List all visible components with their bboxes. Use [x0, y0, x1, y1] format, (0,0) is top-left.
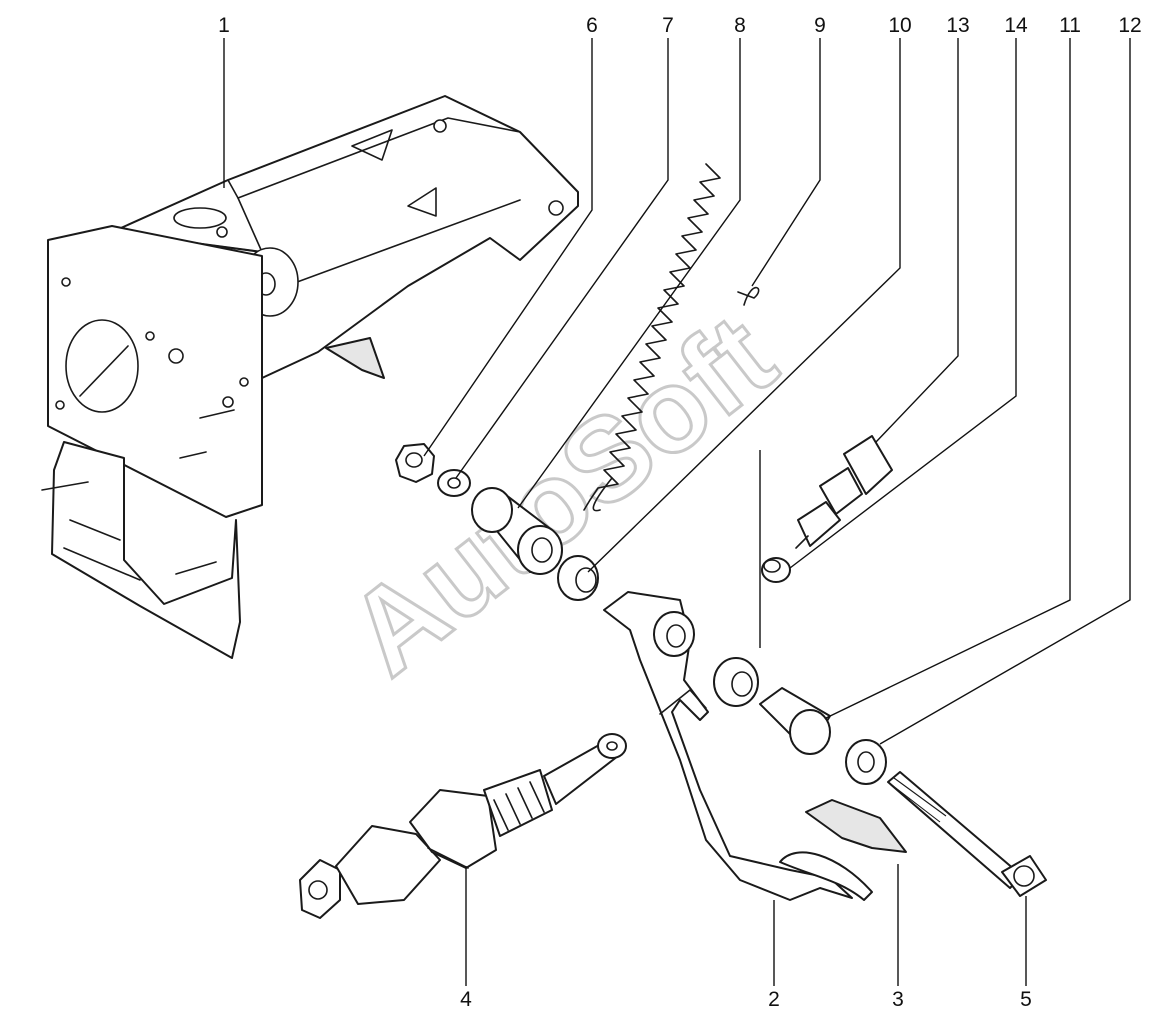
clutch-pedal: [603, 591, 873, 901]
pedal-switch: [795, 435, 893, 549]
pedal-bracket: [41, 95, 579, 659]
switch-bushing: [761, 557, 791, 583]
callout-labels: 1 6 7 8 9 10 13 14 11 12 4 2 3 5: [218, 14, 1142, 1011]
callout-4: 4: [460, 988, 472, 1011]
lock-washer: [437, 469, 471, 497]
callout-8: 8: [734, 14, 746, 37]
clutch-master-cylinder: [299, 733, 627, 919]
callout-1: 1: [218, 14, 230, 37]
nut: [395, 443, 435, 483]
pivot-bolt: [887, 771, 1047, 897]
callout-3: 3: [892, 988, 904, 1011]
callout-6: 6: [586, 14, 598, 37]
callout-10: 10: [888, 14, 911, 37]
leader-lines: [223, 38, 1131, 986]
flat-washer: [845, 739, 887, 785]
callout-7: 7: [662, 14, 674, 37]
watermark-text: AutoSoft: [325, 290, 799, 701]
callout-13: 13: [946, 14, 969, 37]
callout-12: 12: [1118, 14, 1141, 37]
callout-5: 5: [1020, 988, 1032, 1011]
callout-14: 14: [1004, 14, 1028, 37]
return-spring: [583, 163, 760, 512]
spacer-tube: [759, 687, 831, 755]
callout-9: 9: [814, 14, 826, 37]
pedal-bushing-lower: [713, 657, 759, 707]
callout-2: 2: [768, 988, 780, 1011]
pedal-bushing-upper: [557, 555, 599, 601]
callout-11: 11: [1059, 14, 1081, 37]
sleeve-bushing: [471, 487, 563, 575]
pedal-pad: [805, 799, 907, 853]
